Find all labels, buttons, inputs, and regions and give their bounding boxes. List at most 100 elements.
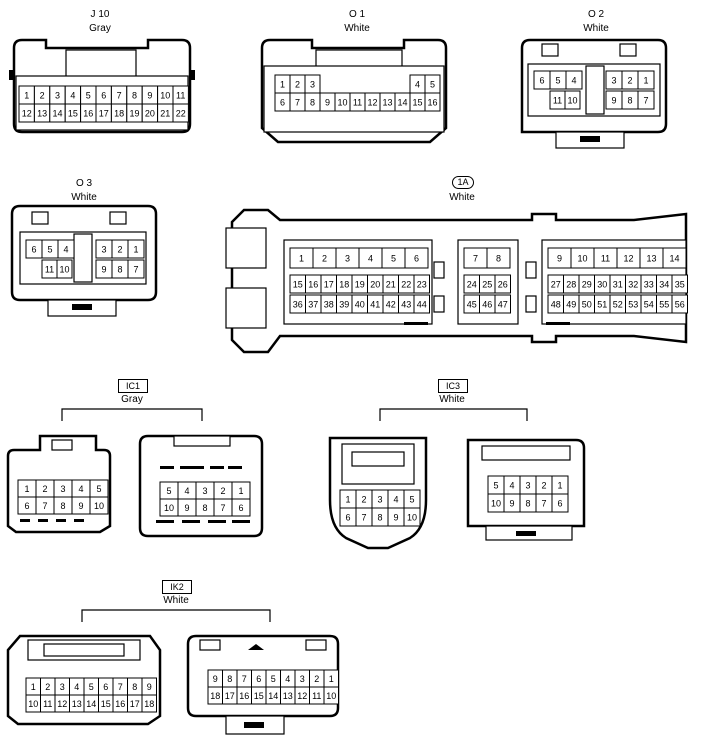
pin-number-ic1: 10 [94,501,104,511]
pin-number-c1a: 16 [308,280,318,290]
pin-number-c1a: 44 [417,300,427,310]
pin-number-j10: 22 [176,109,186,119]
pin-number-ic1: 1 [238,486,243,496]
pin-number-c1a: 55 [659,300,669,310]
connector-code-ic1: IC1 [118,379,148,393]
pin-number-c1a: 47 [498,300,508,310]
pin-number-j10: 14 [52,109,62,119]
pin-number-ic3: 5 [409,495,414,505]
pin-number-ik2: 2 [314,674,319,684]
pin-cell-c1a [486,247,511,269]
pin-number-j10: 18 [114,109,124,119]
pin-number-o3: 5 [47,245,52,255]
pin-number-ic1: 9 [184,503,189,513]
pin-number-c1a: 15 [293,280,303,290]
pin-number-ic3: 5 [493,481,498,491]
pin-number-o1: 16 [427,98,437,108]
pin-number-o3: 2 [117,245,122,255]
pin-number-ic3: 4 [393,495,398,505]
pin-number-ik2: 5 [271,674,276,684]
pin-number-j10: 17 [99,109,109,119]
pin-cell-c1a [494,294,511,314]
pin-cell-c1a [413,294,430,314]
pin-number-ik2: 8 [132,682,137,692]
pin-number-c1a: 35 [675,280,685,290]
pin-number-c1a: 3 [345,254,350,264]
pin-cell-c1a [413,274,430,294]
pin-number-ik2: 2 [45,682,50,692]
pin-number-o2: 10 [567,96,577,106]
pin-number-j10: 16 [83,109,93,119]
pin-number-j10: 21 [160,109,170,119]
pin-number-o2: 2 [627,76,632,86]
pin-number-c1a: 38 [324,300,334,310]
pin-number-o3: 6 [31,245,36,255]
pin-cell-c1a [671,274,688,294]
pin-number-ik2: 6 [256,674,261,684]
pin-number-j10: 10 [160,91,170,101]
pin-number-o2: 8 [627,96,632,106]
pin-number-c1a: 28 [566,280,576,290]
pin-number-o2: 6 [539,76,544,86]
pin-number-c1a: 46 [482,300,492,310]
pin-number-o1: 12 [367,98,377,108]
pin-number-o1: 15 [412,98,422,108]
pin-number-c1a: 7 [473,254,478,264]
pin-number-j10: 13 [37,109,47,119]
connector-code-o1: O 1 [348,9,366,20]
pin-cell-c1a [662,247,687,269]
pin-number-c1a: 42 [386,300,396,310]
pin-number-o3: 9 [101,265,106,275]
pin-number-c1a: 10 [577,254,587,264]
pin-cell-o2 [564,90,581,110]
pin-number-ik2: 17 [130,699,140,709]
pin-number-ik2: 14 [268,691,278,701]
pin-number-ic3: 7 [541,499,546,509]
connector-color-ic3: White [439,394,465,405]
pin-number-ik2: 3 [60,682,65,692]
pin-number-ic3: 3 [377,495,382,505]
pin-number-c1a: 4 [368,254,373,264]
pin-number-ik2: 15 [254,691,264,701]
pin-number-c1a: 21 [386,280,396,290]
pin-number-j10: 2 [40,91,45,101]
pin-number-ik2: 4 [74,682,79,692]
pin-number-o3: 8 [117,265,122,275]
pin-cell-ic3 [551,493,569,513]
pin-number-c1a: 12 [623,254,633,264]
pin-number-c1a: 30 [597,280,607,290]
pin-number-ik2: 13 [72,699,82,709]
connector-code-o2: O 2 [587,9,605,20]
pin-number-ic1: 5 [96,484,101,494]
pin-cell-o2 [637,90,655,110]
pin-number-ik2: 17 [225,691,235,701]
pin-cell-o3 [56,259,73,279]
pin-number-ik2: 4 [285,674,290,684]
bracket-ik2 [81,609,271,622]
pin-number-ic1: 8 [60,501,65,511]
pin-number-o2: 11 [553,96,562,106]
pin-number-o1: 14 [397,98,407,108]
pin-cell-ic1 [231,498,251,517]
pin-number-c1a: 31 [613,280,623,290]
pin-number-ic1: 8 [202,503,207,513]
pin-number-c1a: 6 [414,254,419,264]
pin-number-ic1: 2 [220,486,225,496]
pin-number-ic1: 4 [78,484,83,494]
pin-number-c1a: 36 [293,300,303,310]
pin-number-ic3: 6 [557,499,562,509]
pin-number-o3: 1 [133,245,138,255]
pin-number-j10: 8 [132,91,137,101]
connector-color-o3: White [71,192,97,203]
pin-number-j10: 19 [129,109,139,119]
pin-number-c1a: 17 [324,280,334,290]
pin-number-ic3: 3 [525,481,530,491]
pin-cell-o3 [57,239,75,259]
pin-number-c1a: 9 [557,254,562,264]
pin-number-c1a: 29 [582,280,592,290]
pin-number-o2: 4 [571,76,576,86]
connector-color-ic1: Gray [121,394,143,405]
pin-number-ik2: 5 [89,682,94,692]
pin-number-c1a: 5 [391,254,396,264]
